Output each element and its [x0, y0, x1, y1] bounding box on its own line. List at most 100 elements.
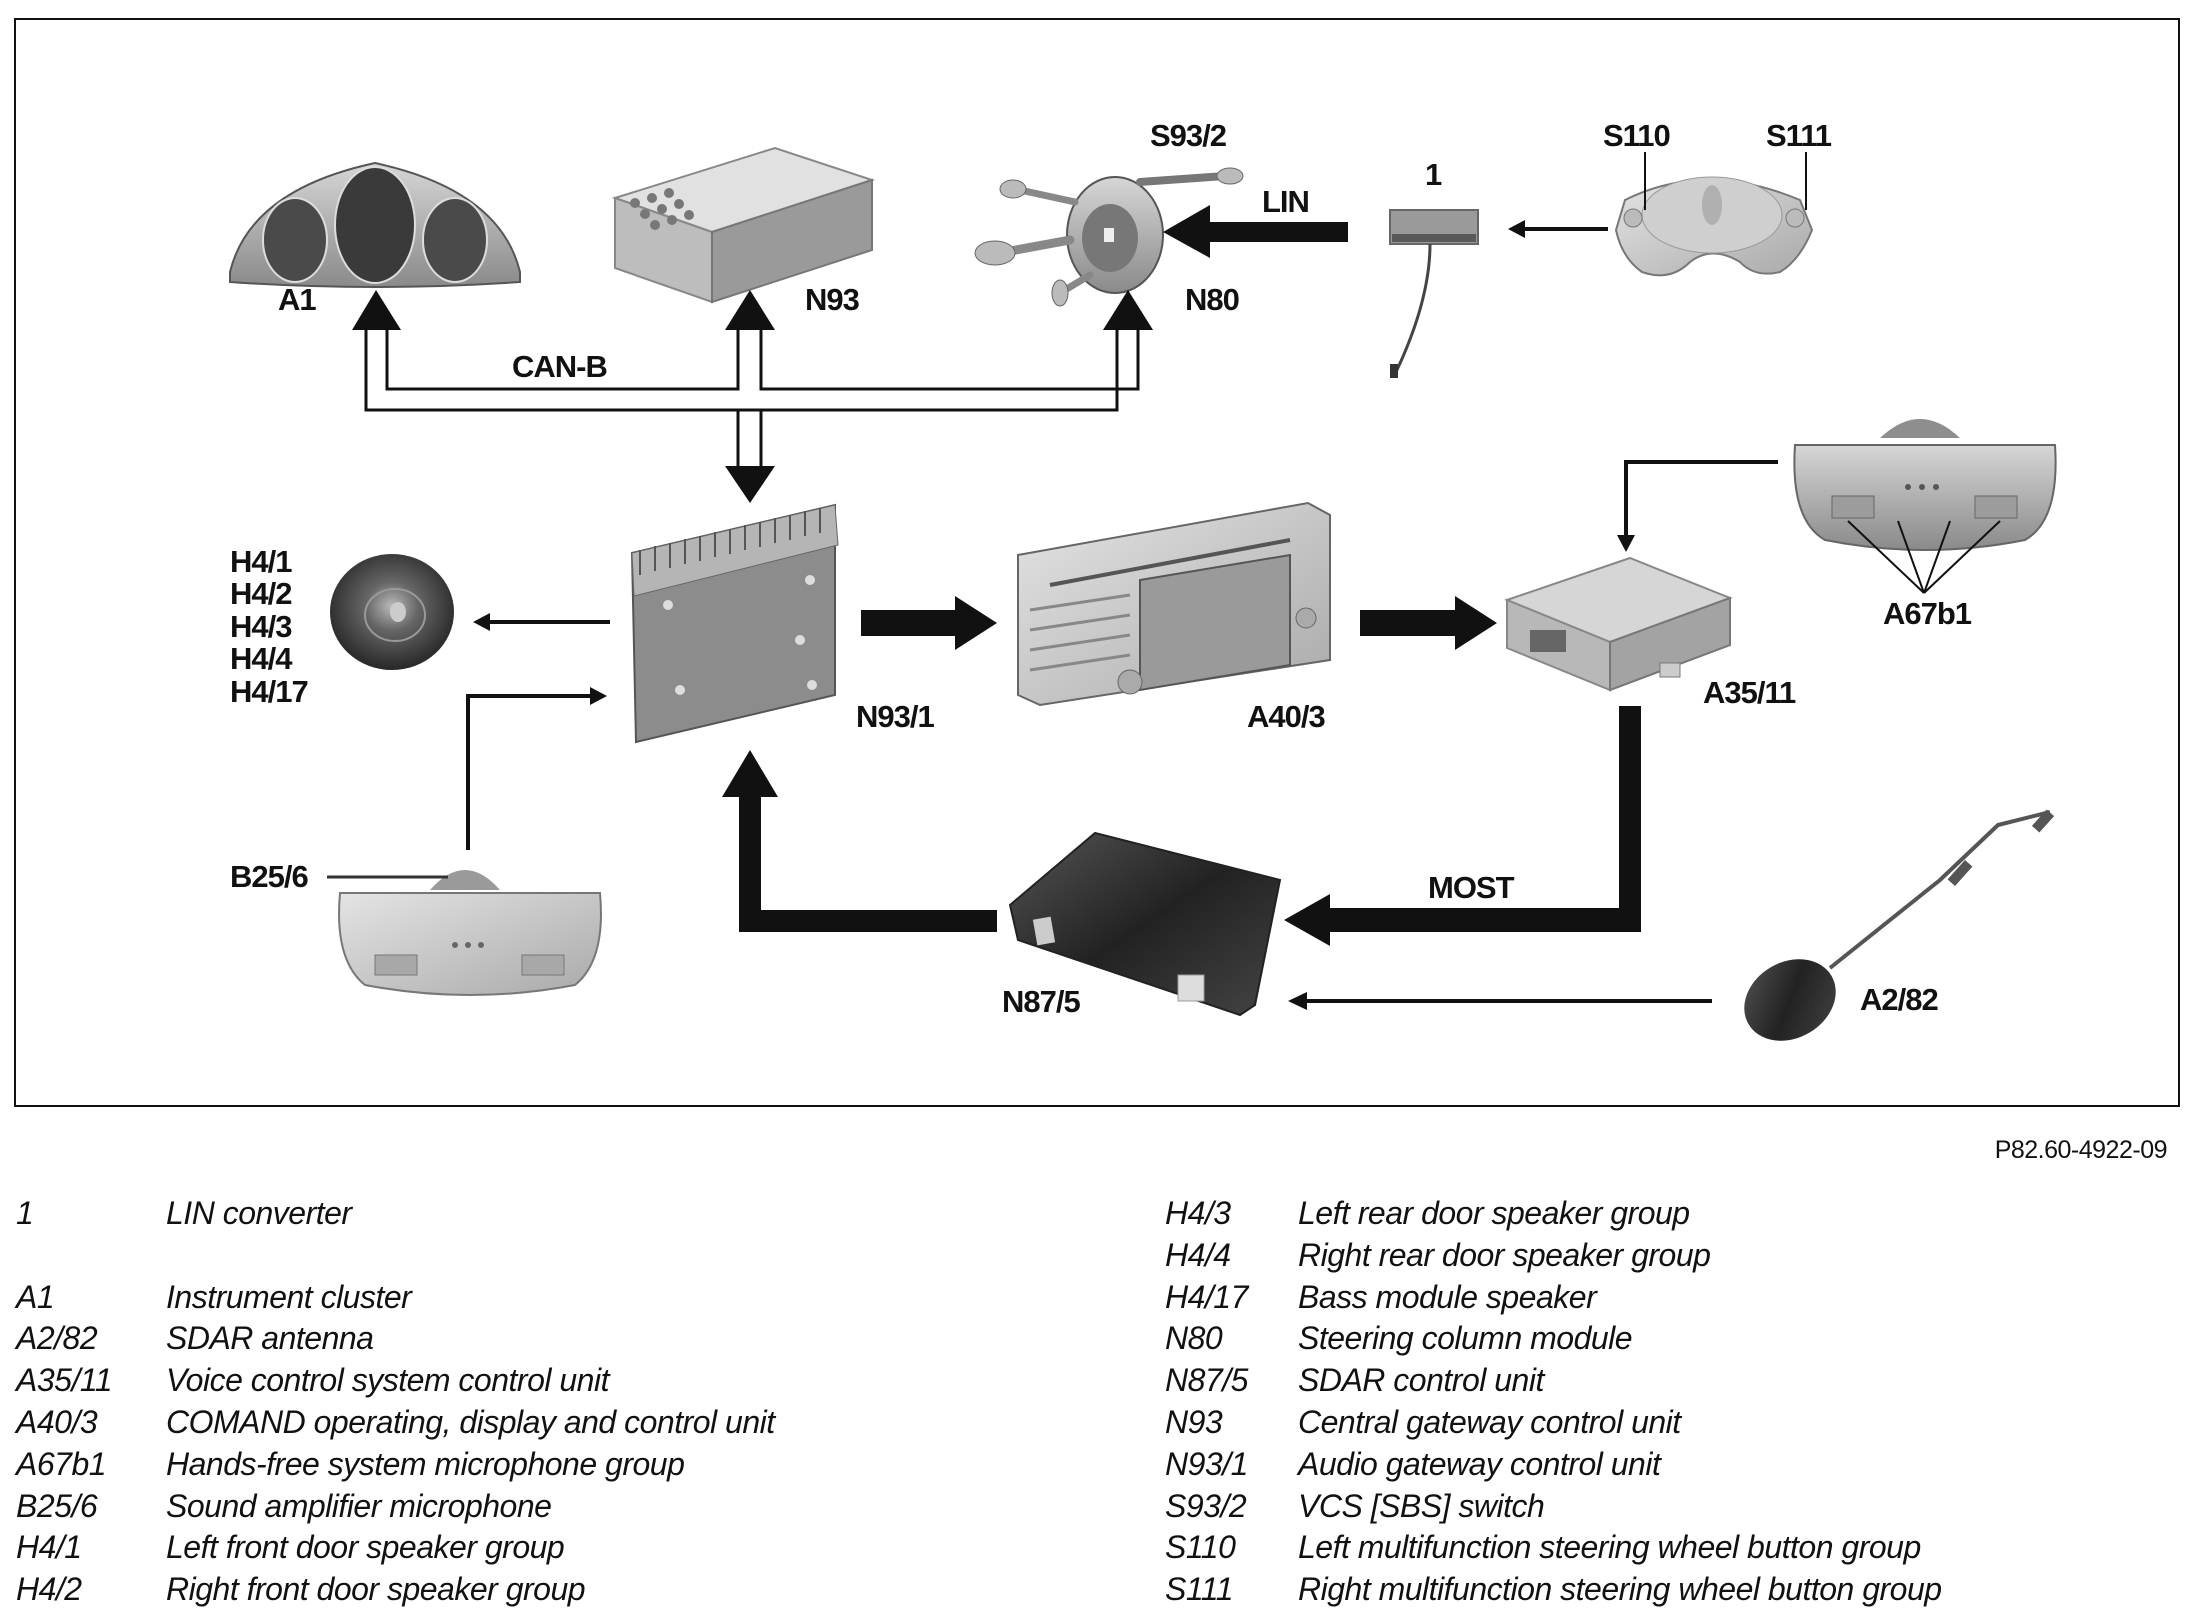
- legend-code: S93/2: [1165, 1487, 1247, 1524]
- legend-description: Left front door speaker group: [166, 1529, 565, 1566]
- legend-code: N80: [1165, 1320, 1223, 1357]
- legend-row: A2/82 SDAR antenna: [16, 1318, 775, 1360]
- legend-code: H4/2: [16, 1571, 82, 1608]
- lin-arrow: [1163, 205, 1348, 258]
- legend-description: SDAR antenna: [166, 1320, 374, 1357]
- sdar-antenna-icon: [1744, 809, 2055, 1041]
- legend-code: H4/17: [1165, 1278, 1248, 1315]
- bus-label-most: MOST: [1428, 870, 1515, 905]
- most-bus-arrow: [1284, 706, 1641, 946]
- legend-code: A67b1: [16, 1445, 107, 1482]
- label-h4-17: H4/17: [230, 674, 308, 709]
- legend-code: A1: [16, 1278, 55, 1315]
- label-h4-4: H4/4: [230, 641, 293, 676]
- audio-gateway-unit-icon: [630, 503, 839, 744]
- legend-description: COMAND operating, display and control un…: [166, 1403, 775, 1440]
- steering-column-switch-icon: [974, 167, 1244, 307]
- legend-row: N93/1 Audio gateway control unit: [1165, 1444, 1942, 1486]
- legend-row: H4/3 Left rear door speaker group: [1165, 1193, 1942, 1235]
- legend-code: H4/3: [1165, 1195, 1231, 1231]
- legend-row: N93 Central gateway control unit: [1165, 1402, 1942, 1444]
- legend-description: LIN converter: [166, 1195, 352, 1231]
- legend-code: N87/5: [1165, 1362, 1248, 1399]
- label-h4-3: H4/3: [230, 609, 292, 644]
- antenna-to-sdar-arrow: [1288, 992, 1712, 1010]
- label-n87-5: N87/5: [1002, 984, 1080, 1019]
- bus-label-can-b: CAN-B: [512, 349, 607, 384]
- legend-gap: [16, 1235, 775, 1277]
- steering-wheel-to-lin-arrow: [1508, 220, 1608, 238]
- gateway-box-icon: [611, 146, 876, 304]
- sdar-to-gateway-arrow: [722, 750, 997, 932]
- comand-head-unit-icon: [1017, 501, 1331, 707]
- legend-row: H4/1 Left front door speaker group: [16, 1527, 775, 1569]
- legend-description: Right front door speaker group: [166, 1571, 586, 1608]
- legend-code: A40/3: [16, 1403, 98, 1440]
- gateway-to-comand-arrow: [861, 596, 997, 650]
- legend-code: H4/4: [1165, 1236, 1231, 1273]
- steering-wheel-icon: [1614, 176, 1814, 277]
- legend-code: N93: [1165, 1403, 1223, 1440]
- can-b-bus: [364, 330, 1140, 466]
- label-s111: S111: [1766, 118, 1832, 153]
- speaker-icon: [330, 554, 454, 670]
- label-n93: N93: [805, 282, 860, 317]
- bus-label-lin: LIN: [1262, 184, 1309, 219]
- lin-converter-icon: [1389, 209, 1479, 378]
- legend-description: Audio gateway control unit: [1298, 1445, 1661, 1482]
- sdar-control-unit-icon: [1008, 831, 1282, 1017]
- legend-row: S93/2 VCS [SBS] switch: [1165, 1486, 1942, 1528]
- overhead-microphone-console-icon: [1793, 419, 2057, 551]
- gateway-to-speaker-arrow: [473, 613, 610, 631]
- legend-code: A35/11: [16, 1362, 113, 1399]
- label-h4-2: H4/2: [230, 576, 291, 611]
- a67b1-leader-lines: [1847, 520, 2001, 594]
- legend-row: S111 Right multifunction steering wheel b…: [1165, 1569, 1942, 1611]
- legend-description: Left multifunction steering wheel button…: [1298, 1529, 1921, 1566]
- legend-code: H4/1: [16, 1529, 82, 1566]
- label-a67b1: A67b1: [1883, 596, 1972, 631]
- label-lin-converter: 1: [1425, 157, 1442, 192]
- legend-description: Instrument cluster: [166, 1278, 412, 1315]
- microphone-to-gateway-arrow: [466, 687, 607, 850]
- legend-description: Right multifunction steering wheel butto…: [1298, 1571, 1942, 1608]
- overhead-mic-to-voice-control-arrow: [1617, 460, 1778, 552]
- legend-code: B25/6: [16, 1487, 98, 1524]
- legend-code: A2/82: [16, 1320, 98, 1357]
- overhead-microphone-console-icon: [338, 870, 602, 996]
- legend-row: A40/3 COMAND operating, display and contr…: [16, 1402, 775, 1444]
- label-a2-82: A2/82: [1860, 982, 1938, 1017]
- label-b25-6: B25/6: [230, 859, 308, 894]
- voice-control-unit-icon: [1504, 556, 1733, 692]
- label-n80: N80: [1185, 282, 1239, 317]
- legend-description: VCS [SBS] switch: [1298, 1487, 1545, 1524]
- comand-to-voice-control-arrow: [1360, 596, 1497, 650]
- legend-row: N87/5 SDAR control unit: [1165, 1360, 1942, 1402]
- label-a40-3: A40/3: [1247, 699, 1325, 734]
- figure-reference-number: P82.60-4922-09: [1994, 1136, 2168, 1164]
- label-s93-2: S93/2: [1150, 118, 1226, 153]
- legend-description: Central gateway control unit: [1298, 1403, 1681, 1440]
- steering-wheel-button-leaders: [1644, 152, 1807, 210]
- can-b-bus-arrowheads: [352, 290, 1153, 503]
- legend-description: Bass module speaker: [1298, 1278, 1597, 1315]
- legend-row: H4/2 Right front door speaker group: [16, 1569, 775, 1611]
- legend-code: S111: [1165, 1571, 1233, 1608]
- legend-row: H4/17 Bass module speaker: [1165, 1277, 1942, 1319]
- label-a1: A1: [278, 282, 316, 317]
- legend-code: N93/1: [1165, 1445, 1248, 1482]
- label-h4-1: H4/1: [230, 544, 292, 579]
- label-a35-11: A35/11: [1703, 675, 1796, 710]
- legend-description: SDAR control unit: [1298, 1362, 1544, 1399]
- legend-description: Left rear door speaker group: [1298, 1195, 1690, 1231]
- instrument-cluster-icon: [229, 161, 521, 288]
- legend-description: Hands-free system microphone group: [166, 1445, 685, 1482]
